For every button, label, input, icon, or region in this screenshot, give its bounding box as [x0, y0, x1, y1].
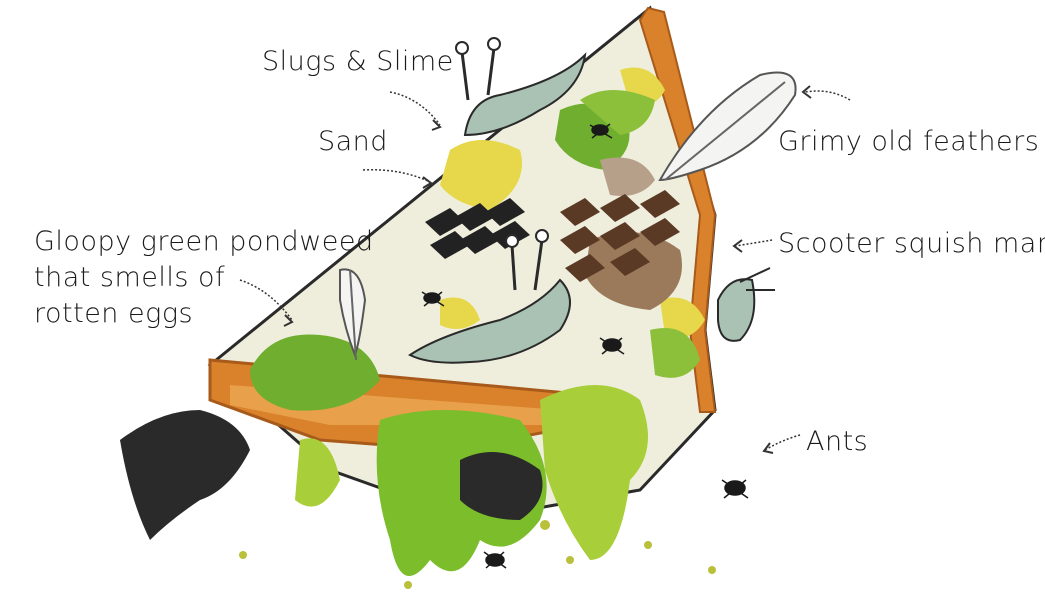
slug-icon: [717, 267, 775, 342]
label-sand: Sand: [318, 126, 388, 157]
slug-icon: [455, 37, 587, 137]
squiggle-arrow-icon: [239, 90, 851, 451]
label-pondweed-line-2: that smells of: [34, 262, 226, 293]
dark-shapes: [120, 410, 543, 540]
label-pondweed: Gloopy green pondweed that smells of rot…: [34, 224, 374, 332]
label-scooter: Scooter squish marks: [778, 228, 1045, 259]
label-feathers: Grimy old feathers: [778, 126, 1040, 157]
label-pondweed-line-1: Gloopy green pondweed: [34, 226, 374, 257]
label-pondweed-line-3: rotten eggs: [34, 298, 194, 329]
ant-icon: [421, 123, 749, 569]
scooter-tracks: [425, 190, 680, 282]
crumbs: [239, 520, 716, 589]
feather-icon: [339, 268, 367, 361]
arrow-heads: [283, 85, 812, 454]
feather-icon: [658, 71, 797, 182]
slug-icon: [408, 229, 571, 364]
label-slugs: Slugs & Slime: [262, 46, 454, 77]
label-ants: Ants: [806, 426, 869, 457]
